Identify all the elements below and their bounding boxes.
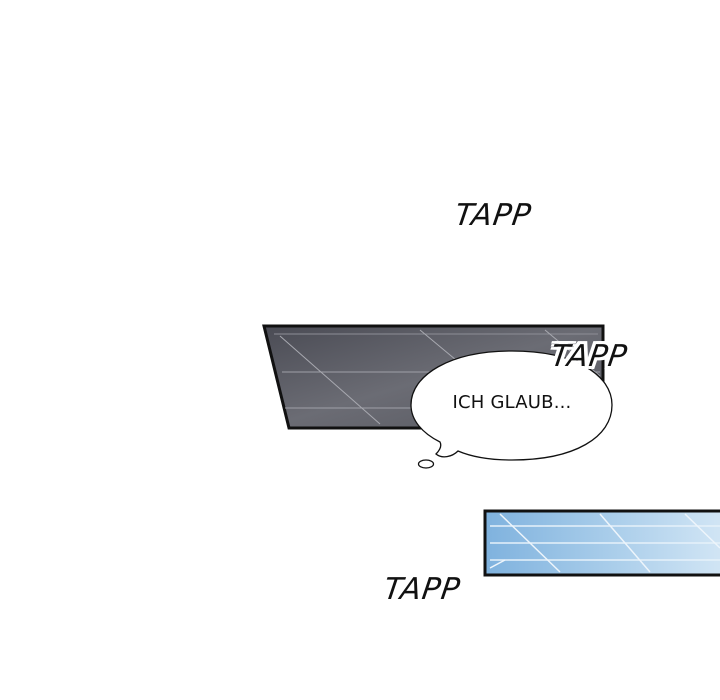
- sound-effect-tapp-2: TAPP: [548, 339, 630, 374]
- thought-bubble: [410, 350, 613, 469]
- blue-glass-panel: [483, 509, 720, 577]
- sound-effect-tapp-1: TAPP: [452, 198, 534, 233]
- thought-bubble-text: ICH GLAUB...: [452, 392, 572, 413]
- sound-effect-tapp-3: TAPP: [381, 572, 463, 607]
